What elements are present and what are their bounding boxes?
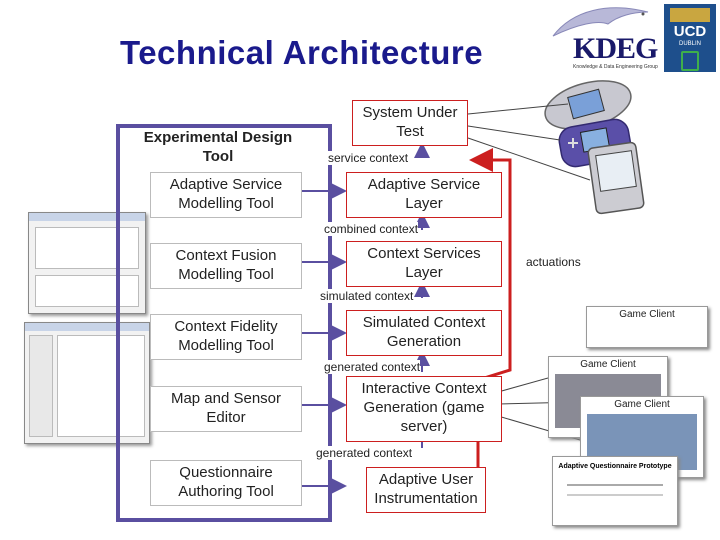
harp-icon: [681, 51, 699, 71]
flow-label-generated-context-1: generated context: [324, 360, 421, 374]
layer-interactive-context: Interactive Context Generation (game ser…: [346, 376, 502, 442]
ucd-logo: UCD DUBLIN: [664, 4, 716, 72]
tool-adaptive-service: Adaptive Service Modelling Tool: [150, 172, 302, 218]
tool-context-fidelity: Context Fidelity Modelling Tool: [150, 314, 302, 360]
layer-context-services: Context Services Layer: [346, 241, 502, 287]
layer-system-under-test: System Under Test: [352, 100, 468, 146]
tool-screenshot-2: [24, 322, 150, 444]
ucd-crest-icon: [670, 8, 710, 22]
ucd-logo-subtitle: DUBLIN: [678, 41, 701, 47]
kdeg-logo-subtitle: Knowledge & Data Engineering Group: [573, 64, 658, 70]
game-client-2-label: Game Client: [580, 359, 636, 370]
tool-questionnaire: Questionnaire Authoring Tool: [150, 460, 302, 506]
phone-icon: [544, 80, 632, 130]
page-title: Technical Architecture: [120, 34, 484, 71]
layer-simulated-context: Simulated Context Generation: [346, 310, 502, 356]
game-client-1-label: Game Client: [619, 309, 675, 320]
kdeg-logo-text: KDEG: [573, 32, 658, 65]
flow-label-service-context: service context: [328, 151, 409, 165]
flow-label-simulated-context: simulated context: [320, 289, 414, 303]
tools-header: Experimental Design Tool: [143, 129, 293, 165]
game-client-3-label: Game Client: [614, 399, 670, 410]
tool-map-sensor: Map and Sensor Editor: [150, 386, 302, 432]
ucd-logo-text: UCD: [673, 23, 707, 40]
layer-adaptive-service: Adaptive Service Layer: [346, 172, 502, 218]
game-client-1: Game Client: [586, 306, 708, 348]
layer-adaptive-user: Adaptive User Instrumentation: [366, 467, 486, 513]
flow-label-generated-context-2: generated context: [316, 446, 413, 460]
tool-screenshot-1: [28, 212, 146, 314]
tool-context-fusion: Context Fusion Modelling Tool: [150, 243, 302, 289]
kdeg-logo: KDEG Knowledge & Data Engineering Group: [573, 34, 658, 74]
devices-image: [530, 75, 660, 215]
questionnaire-title: Adaptive Questionnaire Prototype: [558, 463, 672, 470]
actuations-label: actuations: [526, 255, 581, 269]
pda-icon: [587, 141, 645, 215]
flow-label-combined-context: combined context: [324, 222, 419, 236]
tools-frame: [116, 124, 332, 522]
dolphin-logo: [548, 2, 658, 42]
questionnaire-screenshot: Adaptive Questionnaire Prototype: [552, 456, 678, 526]
